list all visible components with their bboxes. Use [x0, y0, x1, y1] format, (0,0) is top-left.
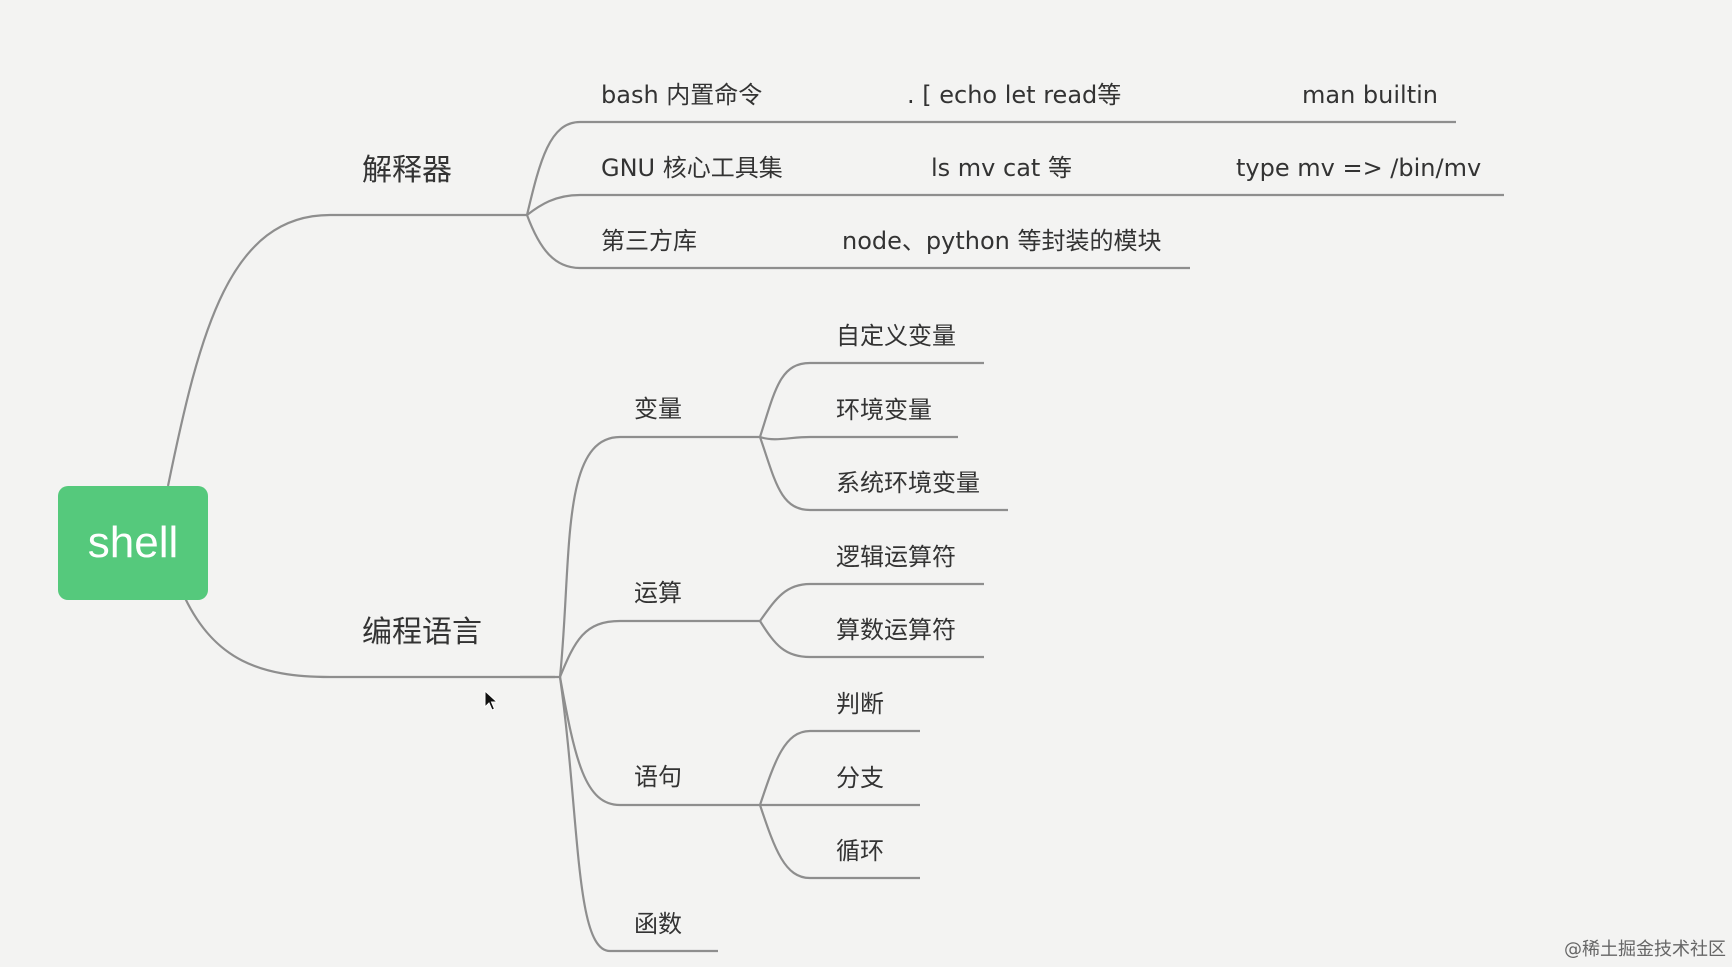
edge-stmt-judge	[758, 729, 920, 806]
mouse-cursor-icon	[484, 690, 499, 711]
interpreter-gnu-note: type mv => /bin/mv	[1236, 154, 1482, 182]
edge-var-env	[759, 435, 958, 441]
interpreter-bash-note: man builtin	[1302, 81, 1438, 109]
edge-op-logic	[759, 582, 984, 622]
edge-var-custom	[758, 361, 984, 438]
leaf-system-env-variable[interactable]: 系统环境变量	[836, 469, 980, 497]
leaf-env-variable[interactable]: 环境变量	[836, 396, 932, 424]
leaf-arith-operator[interactable]: 算数运算符	[836, 616, 956, 644]
leaf-loop[interactable]: 循环	[836, 837, 884, 865]
interpreter-bash-examples: . [ echo let read等	[907, 81, 1122, 109]
edge-root-language	[184, 597, 555, 679]
root-label: shell	[87, 518, 179, 567]
edge-interpreter-third	[525, 214, 1190, 270]
branch-interpreter[interactable]: 解释器	[362, 153, 452, 188]
branch-functions[interactable]: 函数	[634, 910, 682, 938]
edge-language-operations	[558, 619, 760, 678]
edge-root-interpreter	[166, 213, 485, 487]
leaf-logic-operator[interactable]: 逻辑运算符	[836, 543, 956, 571]
branch-variables[interactable]: 变量	[634, 395, 682, 423]
edge-var-system	[758, 436, 1008, 512]
branch-language[interactable]: 编程语言	[362, 615, 482, 650]
interpreter-third-examples: node、python 等封装的模块	[842, 227, 1162, 255]
branch-statements[interactable]: 语句	[634, 763, 682, 791]
interpreter-bash-name: bash 内置命令	[601, 81, 763, 109]
edge-interpreter-gnu	[526, 193, 1504, 216]
branch-operations[interactable]: 运算	[634, 579, 682, 607]
edge-language-statements	[558, 676, 760, 807]
edge-op-arith	[759, 620, 984, 659]
edge-language-variables	[558, 435, 760, 678]
edge-language-functions	[558, 676, 718, 953]
watermark: @稀土掘金技术社区	[1564, 939, 1726, 960]
interpreter-gnu-name: GNU 核心工具集	[601, 154, 783, 182]
root-node-shell[interactable]: shell	[58, 486, 208, 600]
interpreter-gnu-examples: ls mv cat 等	[931, 154, 1072, 182]
leaf-branch[interactable]: 分支	[836, 764, 884, 792]
edge-stmt-loop	[758, 804, 920, 880]
interpreter-third-name: 第三方库	[601, 227, 697, 255]
leaf-judge[interactable]: 判断	[836, 690, 884, 718]
leaf-custom-variable[interactable]: 自定义变量	[836, 322, 956, 350]
edge-interpreter-bash	[525, 120, 1456, 216]
